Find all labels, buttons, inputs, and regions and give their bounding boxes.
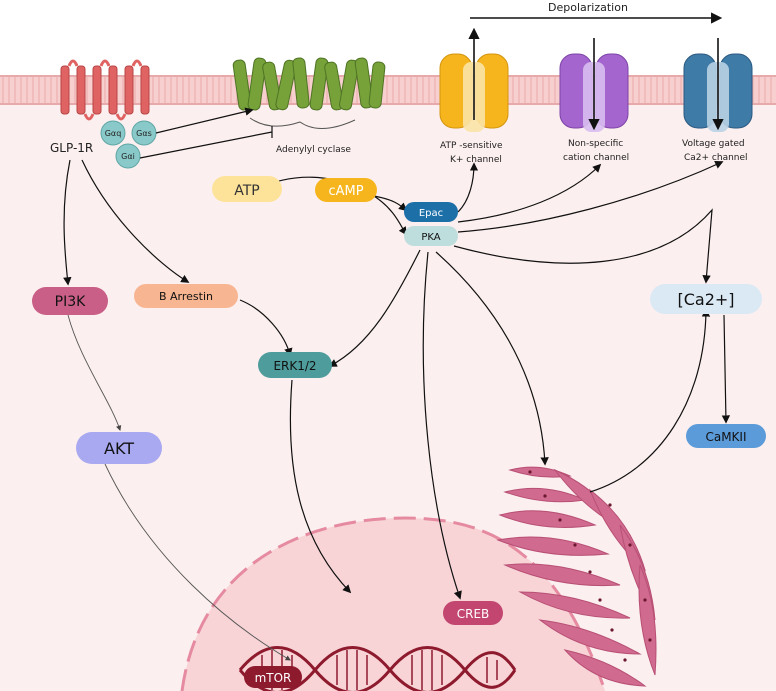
node-atp: ATP [212,176,282,202]
node-epac: Epac [404,202,458,222]
node-pi3k: PI3K [32,287,108,315]
atp-label: ATP [234,183,259,199]
creb-label: CREB [457,607,490,621]
glp1r-receptor [60,59,150,121]
adenylyl-cyclase [232,57,386,129]
b-arrestin-label: B Arrestin [159,290,213,303]
nonspecific-label-line2: cation channel [563,153,629,163]
g-alpha-q-label: Gαq [105,129,122,138]
voltage-label-line2: Ca2+ channel [684,153,748,163]
node-ca2: [Ca2+] [650,284,762,314]
ca2-label: [Ca2+] [677,290,734,309]
erk-label: ERK1/2 [273,359,316,373]
adenylyl-cyclase-label: Adenylyl cyclase [276,145,351,155]
node-erk: ERK1/2 [258,352,332,378]
voltage-label-line1: Voltage gated [682,139,745,149]
er-ribosomes [528,470,652,662]
nonspecific-label-line1: Non-specific [568,139,623,149]
katp-label-line1: ATP -sensitive [440,141,503,151]
pathway-thin-arrows [67,314,291,661]
node-mtor: mTOR [244,666,302,688]
depolarization-label: Depolarization [548,1,628,14]
g-proteins: Gαq Gαs Gαi [100,120,157,169]
node-akt: AKT [76,432,162,464]
nuclear-envelope [180,516,607,691]
g-alpha-q [100,120,126,146]
node-camp: cAMP [315,178,377,202]
pathway-arrows [63,107,731,600]
node-b-arrestin: B Arrestin [134,284,238,308]
katp-label-line2: K+ channel [450,155,502,165]
node-creb: CREB [443,601,503,625]
glp1r-label: GLP-1R [50,141,93,155]
camkii-label: CaMKII [705,430,746,444]
camp-label: cAMP [328,184,363,199]
mtor-label: mTOR [255,671,292,685]
g-alpha-i [115,143,141,169]
node-pka: PKA [404,226,458,246]
node-camkii: CaMKII [686,424,766,448]
pi3k-label: PI3K [55,294,86,310]
akt-label: AKT [104,439,134,458]
g-alpha-s-label: Gαs [136,129,152,138]
katp-channel [439,53,509,132]
pka-label: PKA [421,232,440,243]
epac-label: Epac [419,208,443,219]
g-alpha-i-label: Gαi [121,152,135,161]
